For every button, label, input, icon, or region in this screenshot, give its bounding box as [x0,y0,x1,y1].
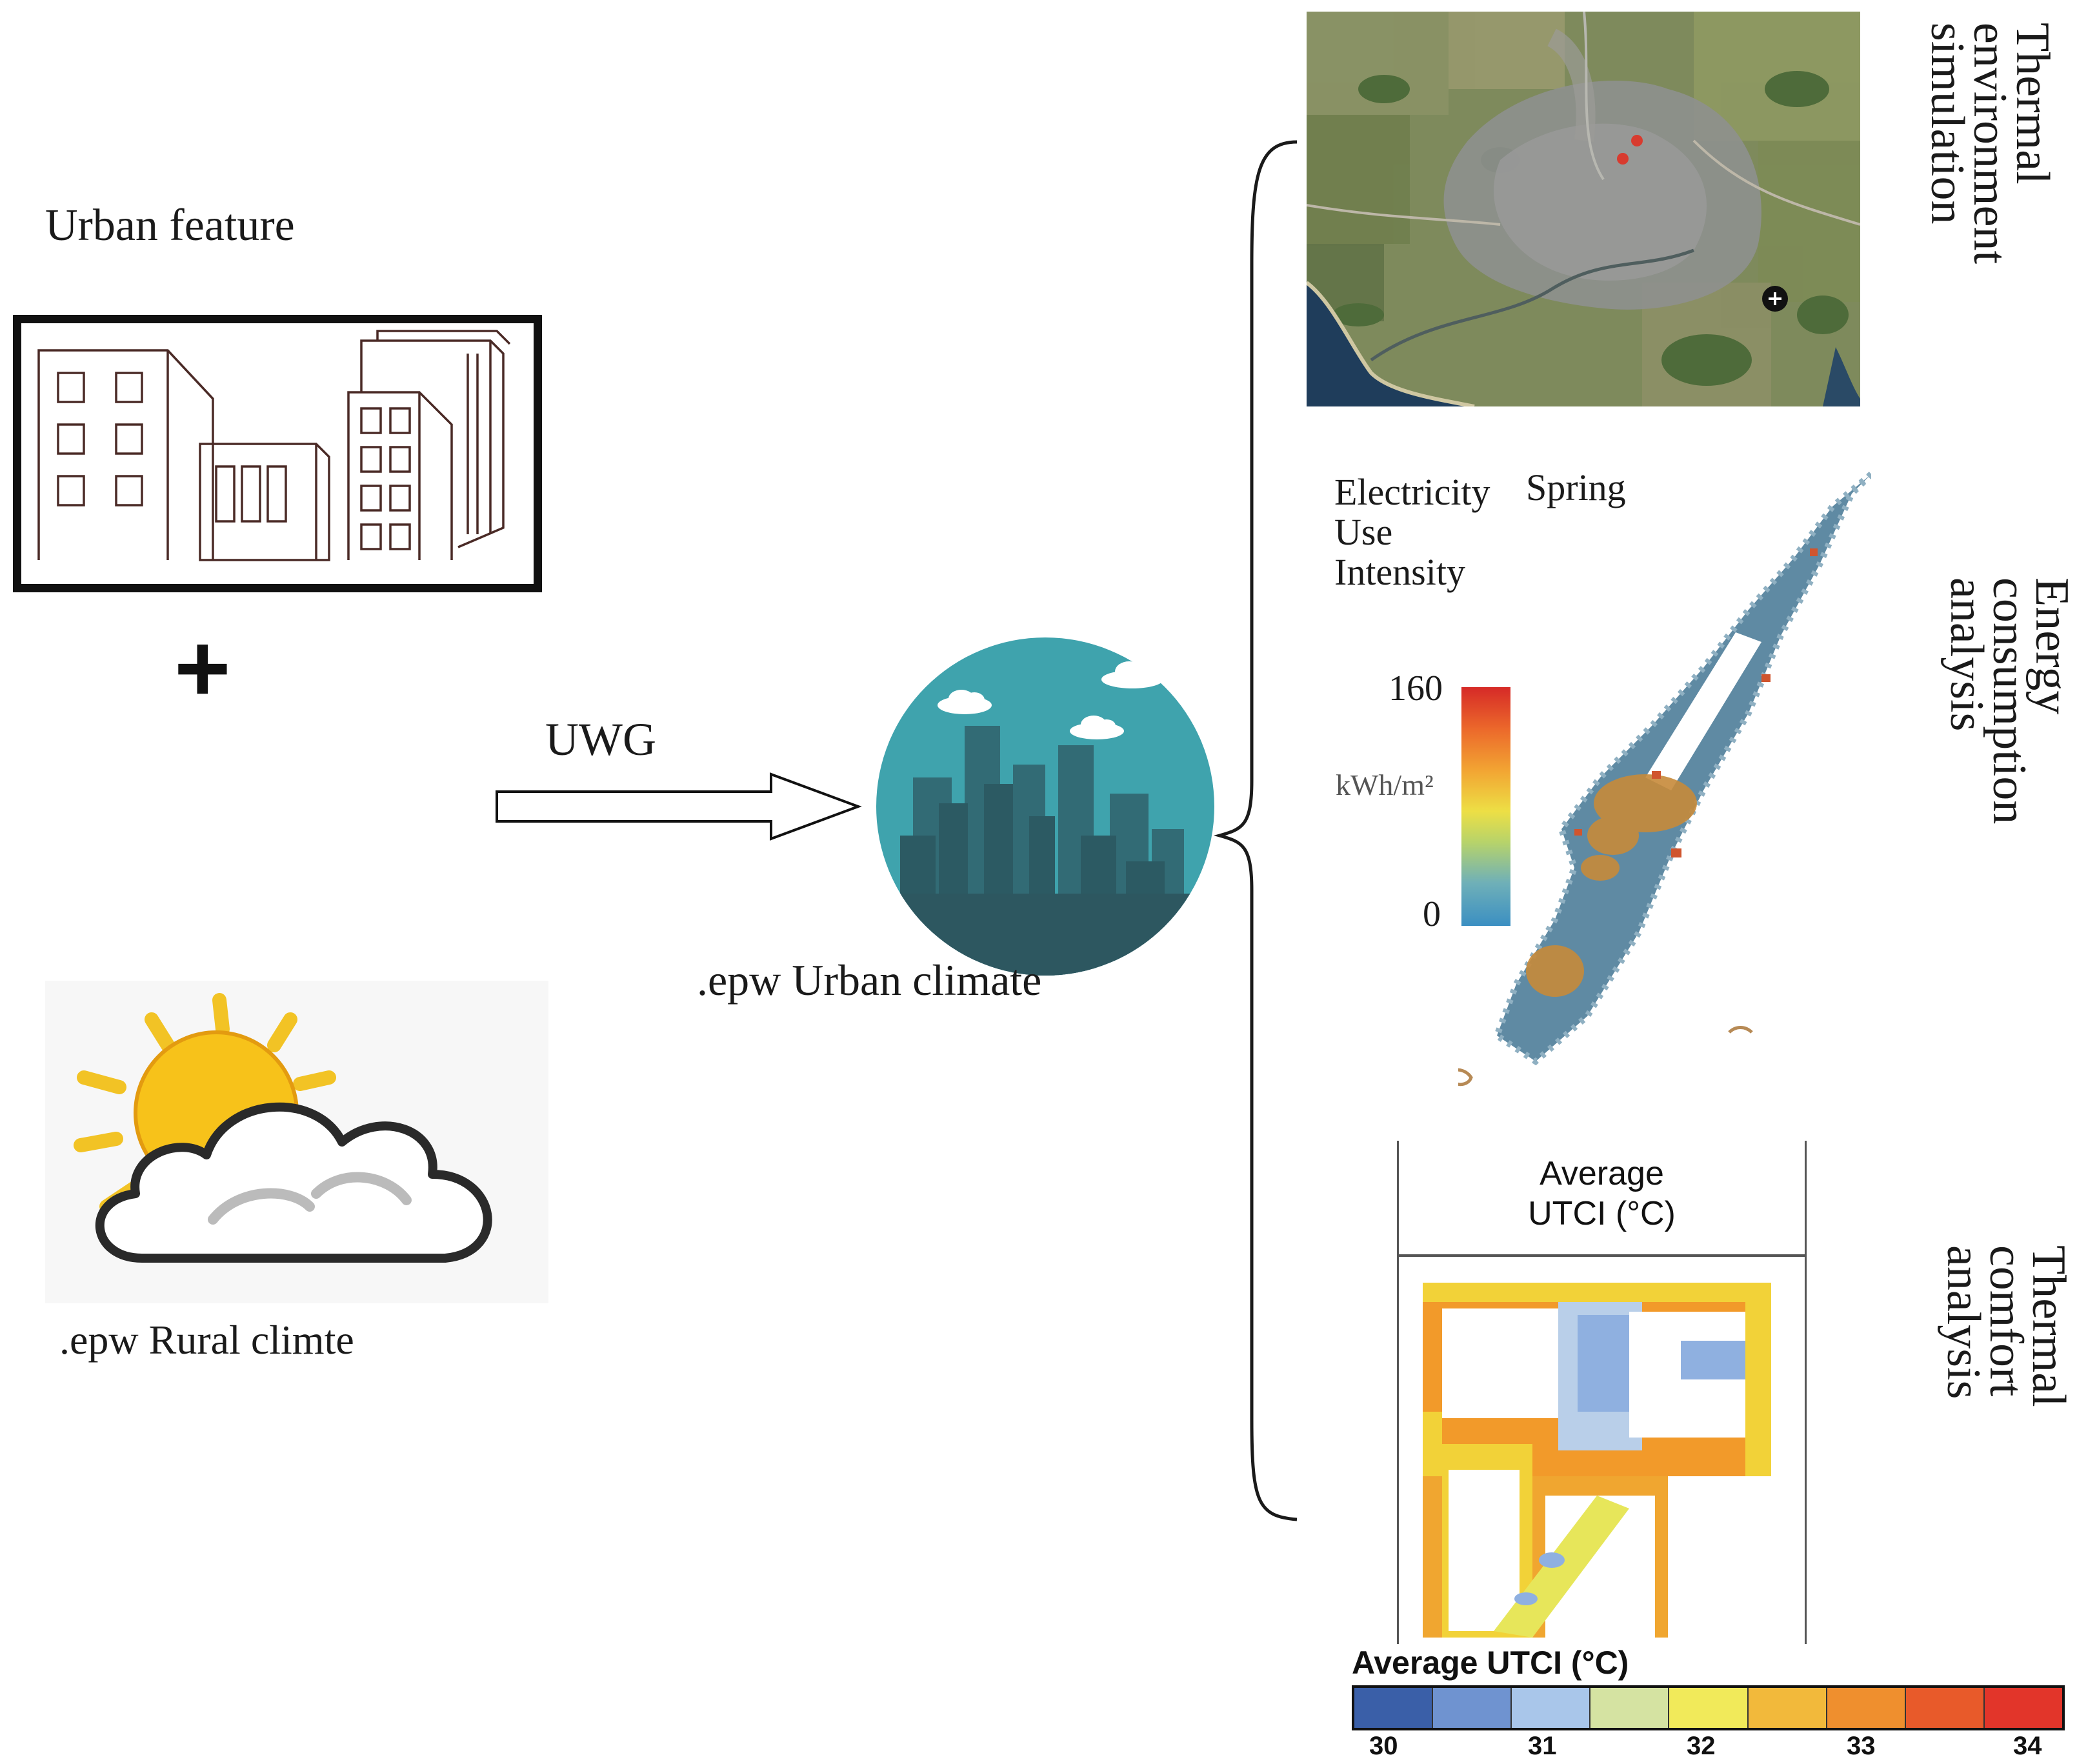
utci-tick: 34 [2013,1732,2042,1760]
urban-climate-icon [874,636,1216,977]
eui-title: Electricity Use Intensity [1334,472,1490,592]
urban-buildings-image [13,315,542,592]
energy-analysis-line: analysis [1940,577,1993,732]
eui-colorbar [1461,687,1510,926]
utci-legend-swatch [1510,1688,1590,1728]
thermal-simulation-line: environment [1963,23,2016,265]
energy-analysis-line: Energy [2025,577,2078,715]
thermal-comfort-line: Thermal [2022,1245,2075,1407]
thermal-simulation-label: Thermal environment simulation [1921,23,2059,265]
eui-map [1458,468,1871,1126]
utci-tick: 30 [1369,1732,1398,1760]
plus-sign: + [174,614,231,722]
utci-legend-swatch [1904,1688,1983,1728]
utci-legend-swatch [1825,1688,1905,1728]
utci-legend-swatch [1354,1688,1432,1728]
utci-tick: 33 [1847,1732,1876,1760]
utci-panel: Average UTCI (°C) [1397,1141,1807,1644]
season-label: Spring [1526,466,1626,508]
uwg-label: UWG [545,714,656,765]
energy-analysis-label: Energy consumption analysis [1940,577,2078,825]
thermal-comfort-line: comfort [1980,1245,2032,1397]
utci-legend-title: Average UTCI (°C) [1352,1645,1629,1681]
thermal-comfort-label: Thermal comfort analysis [1937,1245,2075,1407]
eui-title-line: Electricity [1334,471,1490,513]
urban-climate-label: .epw Urban climate [697,956,1042,1005]
utci-panel-title-line: Average [1540,1155,1664,1192]
utci-legend-swatch [1668,1688,1747,1728]
utci-legend-bar [1352,1685,2065,1730]
utci-legend-swatch [1983,1688,2062,1728]
eui-scale-min: 0 [1423,894,1441,934]
satellite-map [1307,12,1860,406]
urban-feature-label: Urban feature [45,201,295,250]
eui-scale-max: 160 [1389,668,1443,708]
thermal-comfort-line: analysis [1937,1245,1990,1399]
eui-title-line: Use [1334,511,1393,553]
utci-legend-swatch [1432,1688,1511,1728]
rural-climate-label: .epw Rural climte [59,1317,354,1363]
uwg-arrow [494,771,868,842]
eui-scale-unit: kWh/m² [1336,768,1434,801]
output-brace [1213,135,1303,1523]
utci-tick: 31 [1528,1732,1557,1760]
energy-analysis-line: consumption [1983,577,2036,825]
utci-legend-swatch [1589,1688,1669,1728]
sun-cloud-image [45,981,548,1303]
utci-panel-title-line: UTCI (°C) [1528,1195,1676,1232]
utci-tick: 32 [1687,1732,1716,1760]
thermal-simulation-line: Thermal [2006,23,2059,185]
eui-title-line: Intensity [1334,551,1465,593]
utci-panel-title: Average UTCI (°C) [1397,1154,1807,1234]
thermal-simulation-line: simulation [1921,23,1974,225]
utci-legend-swatch [1747,1688,1826,1728]
